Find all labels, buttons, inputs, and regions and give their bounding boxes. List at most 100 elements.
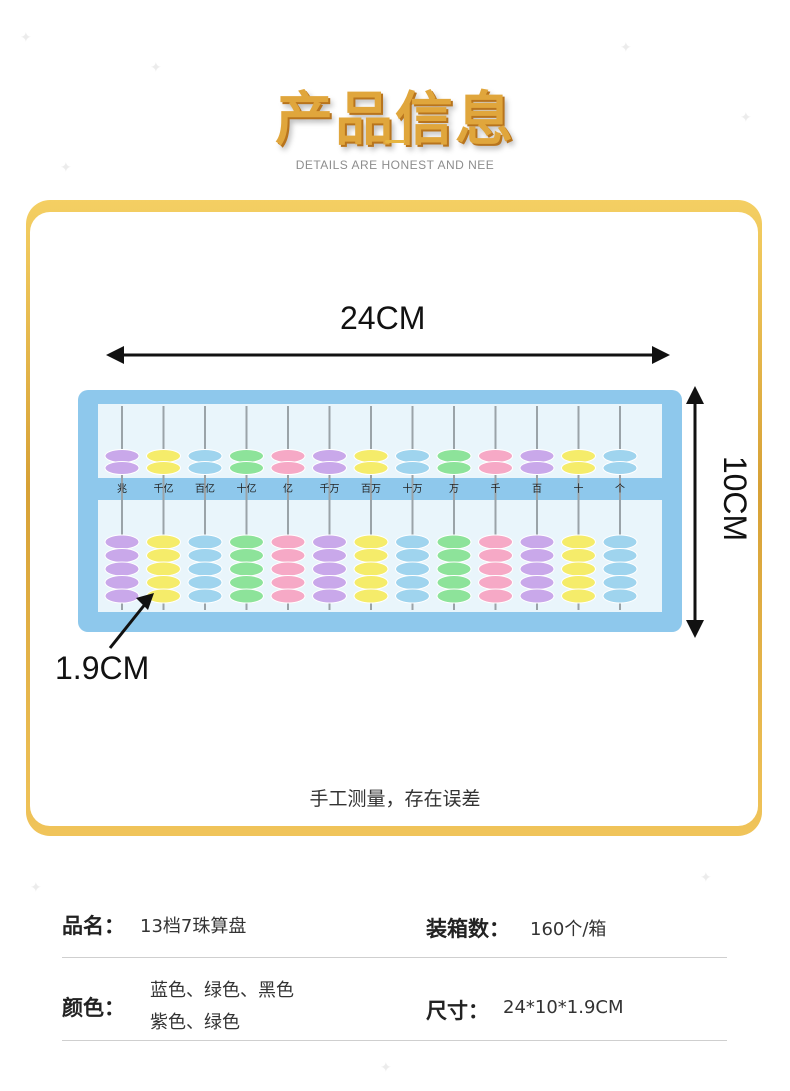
upper-bead — [436, 449, 472, 463]
lower-bead — [395, 548, 430, 563]
lower-bead — [146, 534, 181, 550]
rod-label: 百 — [532, 483, 542, 495]
width-dimension: 24CM — [340, 300, 426, 336]
rod-label: 兆 — [117, 483, 127, 495]
abacus-rod-labels: 兆千亿百亿十亿亿千万百万十万万千百十个 — [117, 482, 625, 495]
lower-bead — [478, 561, 513, 577]
sparkle-icon: ✦ — [20, 30, 32, 46]
lower-bead — [270, 548, 306, 563]
lower-bead — [104, 561, 140, 577]
bead-dimension: 1.9CM — [55, 650, 150, 686]
lower-bead — [104, 548, 140, 563]
lower-bead — [353, 561, 389, 577]
upper-bead — [146, 461, 181, 475]
lower-bead — [519, 534, 555, 550]
page-subtitle: DETAILS ARE HONEST AND NEE — [295, 158, 495, 172]
lower-bead — [229, 534, 264, 550]
lower-bead — [436, 548, 472, 563]
upper-bead — [270, 461, 306, 475]
lower-bead — [436, 575, 472, 590]
upper-bead — [187, 461, 223, 475]
sparkle-icon: ✦ — [150, 60, 162, 76]
lower-bead — [602, 588, 638, 604]
upper-bead — [478, 449, 513, 463]
sparkle-icon: ✦ — [380, 1060, 392, 1076]
lower-bead — [519, 575, 555, 590]
upper-bead — [395, 449, 430, 463]
lower-bead — [312, 588, 347, 604]
lower-bead — [395, 575, 430, 590]
upper-bead — [353, 449, 389, 463]
lower-bead — [312, 548, 347, 563]
lower-bead — [146, 548, 181, 563]
lower-bead — [270, 534, 306, 550]
sparkle-icon: ✦ — [60, 160, 72, 176]
lower-bead — [602, 548, 638, 563]
lower-bead — [602, 575, 638, 590]
rod-label: 十 — [574, 482, 584, 495]
sparkle-icon: ✦ — [30, 880, 42, 896]
lower-bead — [561, 575, 596, 590]
lower-bead — [395, 561, 430, 577]
lower-bead — [312, 575, 347, 590]
rod-label: 个 — [615, 483, 625, 495]
lower-bead — [561, 548, 596, 563]
upper-bead — [312, 449, 347, 463]
lower-bead — [146, 575, 181, 590]
lower-bead — [104, 534, 140, 550]
sparkle-icon: ✦ — [700, 870, 712, 886]
upper-bead — [602, 461, 638, 475]
upper-bead — [436, 461, 472, 475]
lower-bead — [519, 588, 555, 604]
lower-bead — [478, 575, 513, 590]
lower-bead — [561, 588, 596, 604]
rod-label: 千 — [491, 483, 501, 495]
name-label: 品名： — [62, 914, 125, 938]
rod-label: 万 — [449, 484, 459, 495]
lower-bead — [229, 561, 264, 577]
upper-bead — [104, 461, 140, 475]
lower-bead — [146, 561, 181, 577]
rod-label: 千万 — [320, 483, 340, 495]
lower-bead — [187, 575, 223, 590]
sparkle-icon: ✦ — [740, 110, 752, 126]
lower-bead — [312, 534, 347, 550]
lower-bead — [270, 561, 306, 577]
upper-bead — [229, 449, 264, 463]
rod-label: 百万 — [361, 483, 381, 495]
lower-bead — [353, 548, 389, 563]
lower-bead — [353, 534, 389, 550]
rod-label: 千亿 — [154, 482, 174, 495]
height-arrow-top-head — [686, 386, 704, 404]
lower-bead — [561, 534, 596, 550]
color-label: 颜色： — [62, 996, 125, 1020]
lower-bead — [187, 548, 223, 563]
bead-arrow-head — [136, 593, 154, 610]
lower-bead — [353, 575, 389, 590]
upper-bead — [229, 461, 264, 475]
upper-bead — [353, 461, 389, 475]
bead-arrow — [108, 597, 152, 649]
lower-bead — [270, 588, 306, 604]
lower-bead — [436, 588, 472, 604]
size-label: 尺寸： — [426, 999, 489, 1023]
upper-bead — [519, 461, 555, 475]
upper-bead — [187, 449, 223, 463]
sparkle-icon: ✦ — [620, 40, 632, 56]
lower-bead — [602, 561, 638, 577]
lower-bead — [312, 561, 347, 577]
title-accent — [385, 140, 405, 143]
color-value-line2: 紫色、绿色 — [150, 1012, 240, 1033]
lower-bead — [229, 575, 264, 590]
lower-bead — [353, 588, 389, 604]
carton-value: 160个/箱 — [530, 919, 607, 940]
name-value: 13档7珠算盘 — [140, 916, 247, 937]
rod-label: 亿 — [283, 482, 293, 495]
abacus-beam — [96, 478, 664, 500]
rod-label: 十万 — [403, 482, 423, 495]
lower-bead — [436, 534, 472, 550]
lower-bead — [602, 534, 638, 550]
color-value-line1: 蓝色、绿色、黑色 — [150, 980, 294, 1001]
lower-bead — [104, 575, 140, 590]
width-arrow-left-head — [106, 346, 124, 364]
